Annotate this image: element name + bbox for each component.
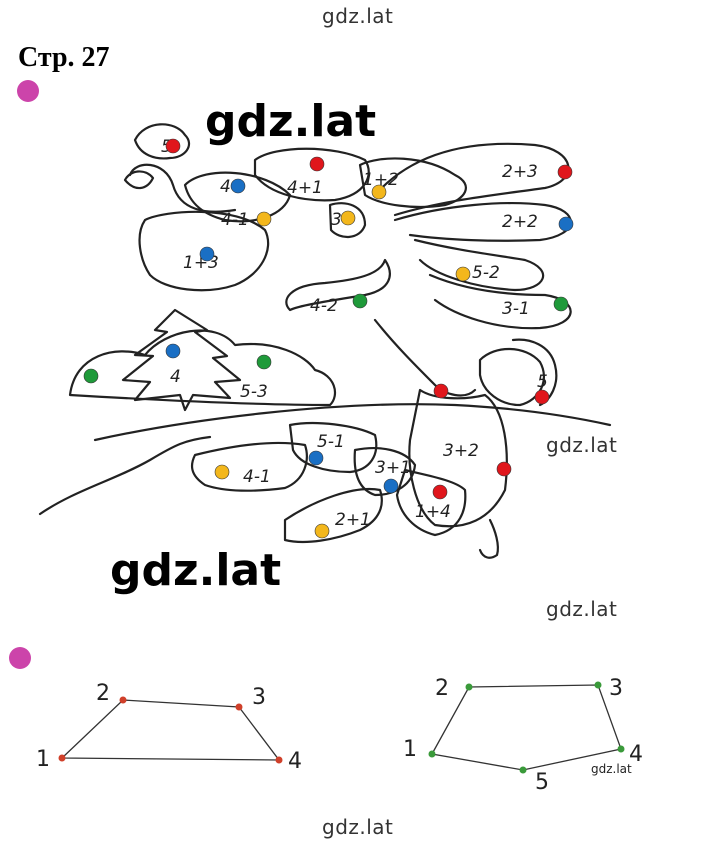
dot-red bbox=[432, 484, 448, 500]
boy-leg-left bbox=[190, 441, 308, 492]
ground-line bbox=[38, 435, 212, 516]
dot-blue bbox=[558, 216, 574, 232]
label-feather-5: 3-1 bbox=[502, 299, 530, 319]
dot-red bbox=[534, 389, 550, 405]
label-leg-mid: 3+1 bbox=[375, 458, 411, 478]
dot-blue bbox=[199, 246, 215, 262]
dot-red bbox=[309, 156, 325, 172]
watermark-big-bottom: gdz.lat bbox=[110, 545, 282, 596]
label-neck: 4 bbox=[220, 177, 231, 197]
bird-wing-tip bbox=[358, 157, 467, 209]
point-4 bbox=[617, 745, 625, 753]
bird-wing-left bbox=[183, 171, 292, 223]
dot-red bbox=[496, 461, 512, 477]
dot-red bbox=[433, 383, 449, 399]
point-label-4: 4 bbox=[629, 742, 643, 767]
label-tail-small: 3 bbox=[331, 210, 342, 230]
ground-line-2 bbox=[93, 403, 612, 442]
dot-blue bbox=[308, 450, 324, 466]
task-bullet-2 bbox=[9, 647, 31, 669]
feather-1 bbox=[373, 142, 570, 217]
dot-green bbox=[352, 293, 368, 309]
label-knee: 5-1 bbox=[317, 432, 345, 452]
bird-crown bbox=[133, 123, 191, 160]
dot-red bbox=[165, 138, 181, 154]
label-tree: 4 bbox=[170, 367, 181, 387]
tree-outline bbox=[121, 308, 242, 412]
dot-red bbox=[557, 164, 573, 180]
boy-arm-up bbox=[373, 318, 477, 397]
dot-yellow bbox=[214, 464, 230, 480]
boy-head bbox=[478, 347, 546, 407]
dot-green bbox=[256, 354, 272, 370]
watermark-right: gdz.lat bbox=[546, 433, 618, 457]
point-4 bbox=[275, 756, 283, 764]
dot-yellow bbox=[340, 210, 356, 226]
dot-yellow bbox=[256, 211, 272, 227]
watermark-bottom: gdz.lat bbox=[322, 815, 394, 839]
dot-blue bbox=[165, 343, 181, 359]
point-1 bbox=[428, 750, 436, 758]
boy-leg-mid bbox=[353, 447, 417, 497]
label-wing-top: 4+1 bbox=[287, 178, 323, 198]
label-wing-tip: 1+2 bbox=[363, 170, 399, 190]
watermark-pentagon: gdz.lat bbox=[591, 762, 632, 776]
bird-tail-small bbox=[328, 202, 367, 238]
point-label-1: 1 bbox=[403, 737, 417, 762]
point-3 bbox=[235, 703, 243, 711]
watermark-big-top: gdz.lat bbox=[205, 96, 377, 147]
feather-5 bbox=[428, 273, 572, 330]
point-label-2: 2 bbox=[435, 676, 449, 701]
label-feather-1: 2+3 bbox=[502, 162, 538, 182]
task-bullet-1 bbox=[17, 80, 39, 102]
point-label-5: 5 bbox=[535, 770, 549, 795]
watermark-mid: gdz.lat bbox=[546, 597, 618, 621]
label-leg-bottom: 2+1 bbox=[335, 510, 371, 530]
point-2 bbox=[119, 696, 127, 704]
dot-blue bbox=[383, 478, 399, 494]
point-label-3: 3 bbox=[609, 676, 623, 701]
bird-wing-top bbox=[253, 147, 370, 202]
label-bush: 5-3 bbox=[240, 382, 268, 402]
label-wing-left: 4-1 bbox=[221, 210, 249, 230]
dot-green bbox=[83, 368, 99, 384]
dot-yellow bbox=[371, 184, 387, 200]
label-feather-3: 5-2 bbox=[472, 263, 500, 283]
point-label-3: 3 bbox=[252, 685, 266, 710]
boy-hand bbox=[478, 518, 499, 559]
boy-coat-bottom bbox=[395, 468, 467, 537]
watermark-top: gdz.lat bbox=[322, 4, 394, 28]
label-coat-bottom: 1+4 bbox=[415, 502, 451, 522]
bush-outline bbox=[68, 329, 337, 407]
bird-body bbox=[138, 210, 270, 292]
point-label-2: 2 bbox=[96, 681, 110, 706]
point-label-4: 4 bbox=[288, 749, 302, 774]
label-feather-2: 2+2 bbox=[502, 212, 538, 232]
dot-blue bbox=[230, 178, 246, 194]
bird-head bbox=[123, 170, 155, 190]
label-hat: 5 bbox=[537, 372, 548, 392]
feather-4 bbox=[285, 258, 391, 312]
boy-leg-bottom bbox=[283, 488, 383, 544]
boy-knee bbox=[288, 421, 378, 474]
label-jacket: 3+2 bbox=[443, 441, 479, 461]
point-1 bbox=[58, 754, 66, 762]
point-2 bbox=[465, 683, 473, 691]
feather-3 bbox=[413, 238, 545, 292]
label-feather-4: 4-2 bbox=[310, 296, 338, 316]
dot-yellow bbox=[455, 266, 471, 282]
coloring-picture: 5 4+1 4 4-1 1+3 1+2 3 2+3 2+2 5-2 4-2 3-… bbox=[38, 123, 612, 559]
page-title: Стр. 27 bbox=[18, 42, 110, 73]
label-leg-left: 4-1 bbox=[243, 467, 271, 487]
point-label-1: 1 bbox=[36, 747, 50, 772]
shape-quadrilateral: 1 2 3 4 bbox=[36, 681, 302, 774]
dot-yellow bbox=[314, 523, 330, 539]
point-5 bbox=[519, 766, 527, 774]
dot-green bbox=[553, 296, 569, 312]
point-3 bbox=[594, 681, 602, 689]
shape-pentagon: 1 2 3 4 5 gdz.lat bbox=[403, 676, 643, 795]
boy-jacket bbox=[408, 388, 508, 528]
